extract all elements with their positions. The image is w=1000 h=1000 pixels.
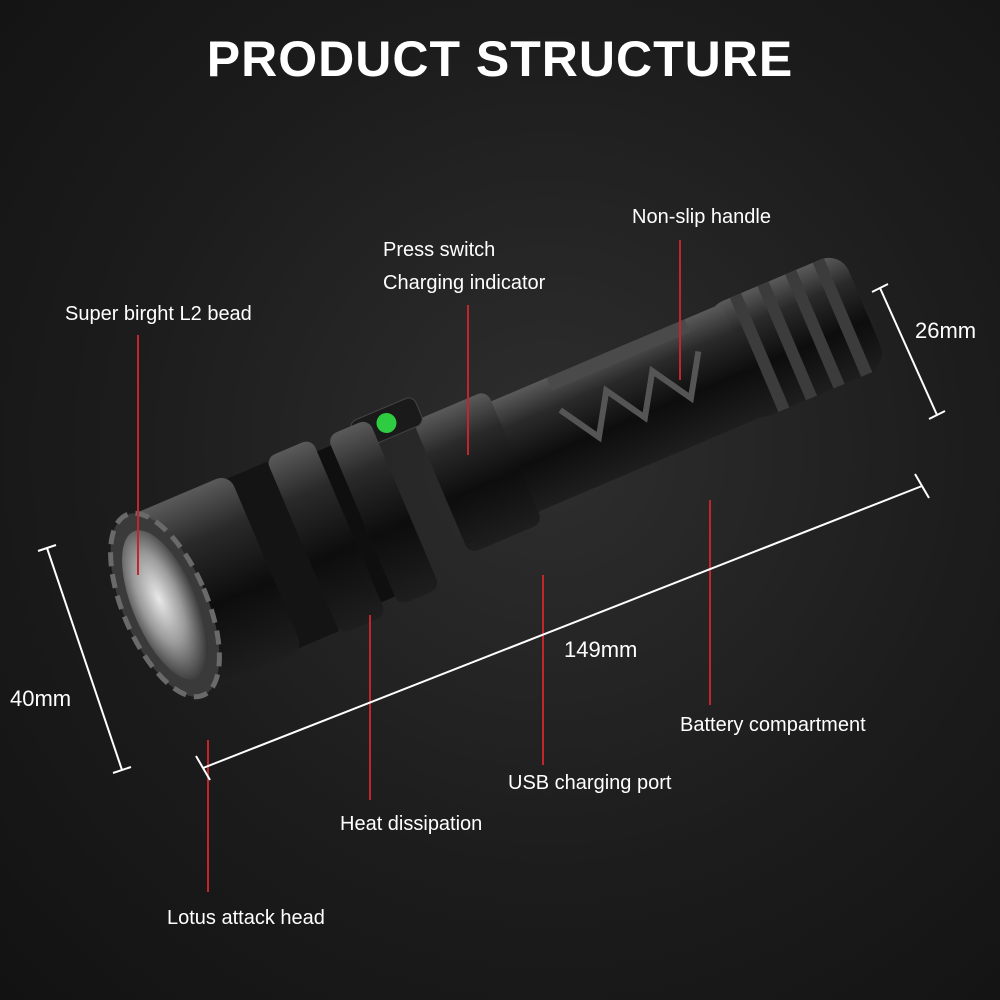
dimension-line-length bbox=[202, 485, 923, 769]
label-heat-dissipation: Heat dissipation bbox=[340, 813, 483, 835]
charging-indicator-light bbox=[376, 412, 397, 433]
battery-tube bbox=[475, 306, 766, 518]
cooling-fin bbox=[330, 421, 438, 603]
label-lotus-attack-head: Lotus attack head bbox=[167, 907, 325, 929]
dimension-line-head bbox=[46, 547, 123, 771]
dimension-line-tail bbox=[879, 287, 938, 416]
flashlight bbox=[108, 257, 882, 700]
neck bbox=[416, 393, 540, 551]
head bbox=[131, 478, 300, 690]
label-charging-indicator: Charging indicator bbox=[383, 272, 546, 294]
label-super-bright-bead: Super birght L2 bead bbox=[65, 303, 252, 325]
reflector bbox=[122, 530, 208, 680]
label-usb-charging-port: USB charging port bbox=[508, 772, 672, 794]
leader-lines bbox=[137, 240, 711, 892]
label-battery-compartment: Battery compartment bbox=[680, 714, 866, 736]
dimension-length: 149mm bbox=[564, 637, 638, 662]
label-non-slip-handle: Non-slip handle bbox=[632, 206, 771, 228]
dimension-lines bbox=[37, 283, 946, 781]
dimension-tail-diameter: 26mm bbox=[915, 318, 977, 343]
dimension-head-diameter: 40mm bbox=[10, 686, 72, 711]
label-press-switch: Press switch bbox=[383, 239, 496, 261]
cooling-fin bbox=[268, 441, 384, 632]
page-title: PRODUCT STRUCTURE bbox=[206, 31, 794, 87]
